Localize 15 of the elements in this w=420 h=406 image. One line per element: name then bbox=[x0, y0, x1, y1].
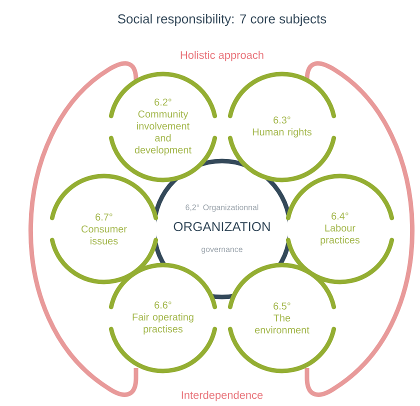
title: Social responsibility: 7 core subjects bbox=[118, 14, 326, 26]
node-label: Fair operating practises bbox=[132, 313, 194, 334]
node-label: 6.4° bbox=[332, 212, 348, 220]
loop-label: Holistic approach bbox=[178, 50, 266, 62]
node-label: The environment bbox=[255, 314, 310, 334]
node-label: 6.2° bbox=[154, 98, 172, 106]
loop-label: Interdependence bbox=[180, 390, 264, 402]
node-label: 6.3° bbox=[274, 116, 290, 124]
node-label: Community involvement and development bbox=[134, 110, 192, 156]
node-label: Labour practices bbox=[320, 224, 360, 246]
node-label: 6.6° bbox=[154, 302, 172, 309]
node-label: 6.7° bbox=[96, 214, 112, 221]
node-label: 6.5° bbox=[274, 302, 290, 310]
node-label: Human rights bbox=[252, 128, 312, 138]
node-label: Consumer issues bbox=[82, 225, 127, 244]
